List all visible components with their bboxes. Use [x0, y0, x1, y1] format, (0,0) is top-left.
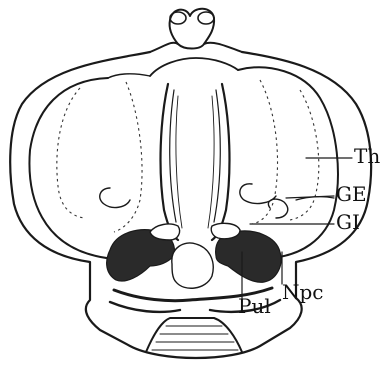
- label-th: Th: [354, 146, 380, 166]
- label-gi: GI: [336, 212, 360, 232]
- label-pul: Pul: [238, 296, 271, 316]
- label-ge: GE: [336, 184, 367, 204]
- outer-outline: [10, 52, 371, 358]
- bottom-notch: [146, 318, 242, 352]
- right-thalamus: [230, 67, 338, 258]
- label-npc: Npc: [282, 282, 324, 302]
- top-stalk: [150, 9, 242, 52]
- third-ventricle: [150, 58, 238, 240]
